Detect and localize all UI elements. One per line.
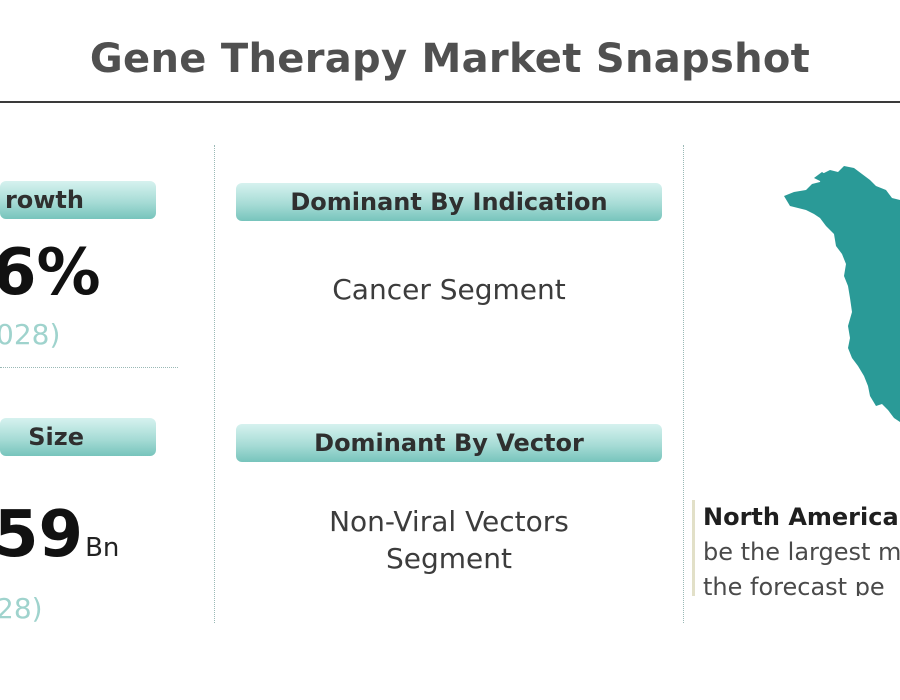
indication-value: Cancer Segment (332, 273, 566, 306)
vector-pill-label: Dominant By Vector (314, 429, 584, 457)
left-row-divider (0, 367, 178, 368)
column-divider-right (683, 145, 684, 623)
north-america-map-icon (784, 166, 900, 422)
growth-value: 6% (0, 236, 101, 310)
indication-pill-label: Dominant By Indication (290, 188, 608, 216)
column-divider-left (214, 145, 215, 623)
size-unit: Bn (85, 533, 120, 563)
indication-pill: Dominant By Indication (236, 183, 662, 221)
growth-period: 028) (0, 318, 61, 351)
page-title: Gene Therapy Market Snapshot (89, 36, 811, 82)
growth-pill: rowth (0, 181, 156, 219)
size-pill: Size (0, 418, 156, 456)
vector-pill: Dominant By Vector (236, 424, 662, 462)
size-pill-label: Size (28, 423, 84, 451)
vector-value-line1: Non-Viral Vectors (329, 505, 569, 538)
size-number: 59 (0, 498, 84, 572)
region-callout: North America be the largest m the forec… (692, 500, 900, 596)
region-name: North America (703, 503, 899, 531)
size-period: 28) (0, 592, 43, 625)
title-divider (0, 101, 900, 103)
vector-value: Non-Viral Vectors Segment (236, 503, 662, 577)
callout-line-3: the forecast pe (703, 573, 885, 596)
size-value: 59Bn (0, 498, 119, 572)
vector-value-line2: Segment (386, 542, 512, 575)
callout-line-2: be the largest m (703, 538, 900, 566)
growth-pill-label: rowth (4, 186, 84, 214)
